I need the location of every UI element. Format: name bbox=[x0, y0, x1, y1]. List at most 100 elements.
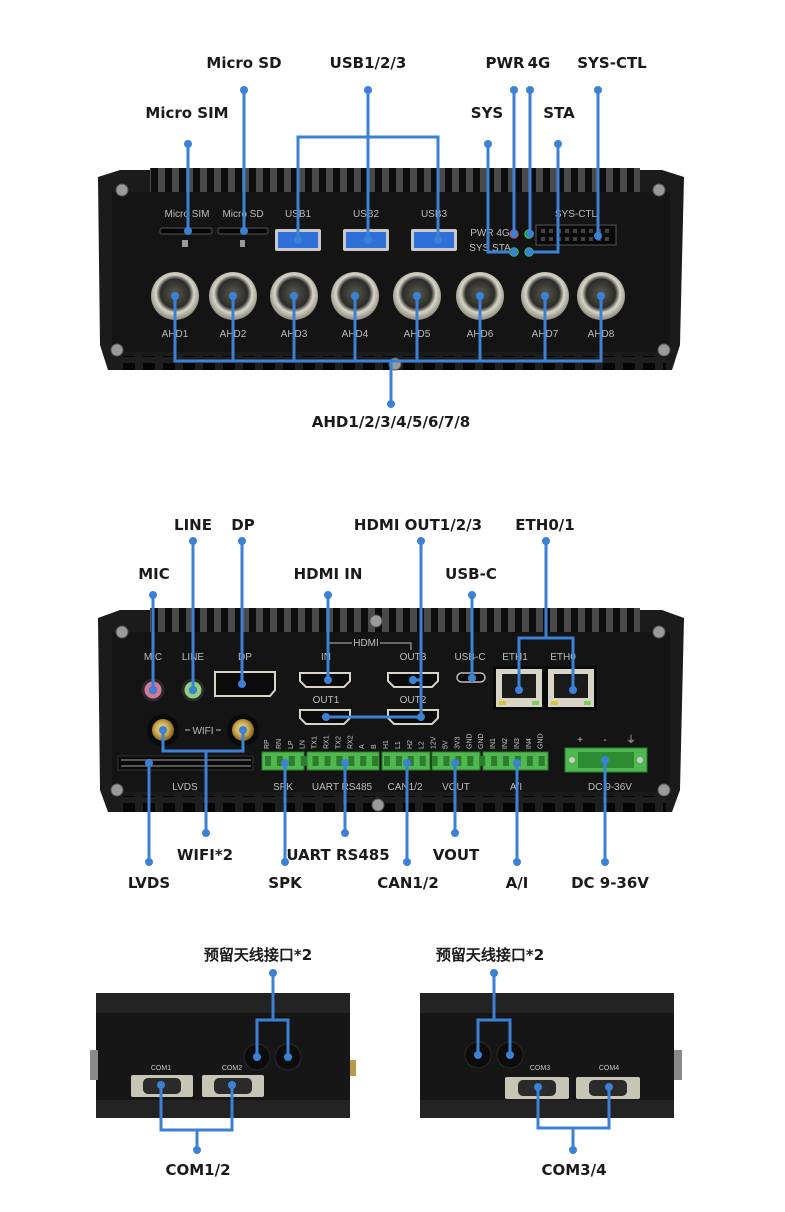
print-wifi: WIFI bbox=[192, 726, 213, 737]
terminal-pin bbox=[288, 756, 295, 766]
print-power-plus: + bbox=[577, 735, 583, 746]
terminal-pin bbox=[526, 756, 533, 766]
callout-vout: VOUT bbox=[433, 846, 480, 864]
callout-spk: SPK bbox=[268, 874, 303, 892]
callout-micro-sd: Micro SD bbox=[206, 54, 281, 72]
print-hdmi: HDMI bbox=[353, 638, 379, 649]
callout-antenna-reserved: 预留天线接口*2 bbox=[204, 946, 312, 964]
screw-icon bbox=[652, 625, 666, 639]
chassis-rail bbox=[420, 1100, 674, 1118]
terminal-pin bbox=[431, 756, 438, 766]
pin-label: TX2 bbox=[335, 736, 342, 749]
side-panel-com12: COM1 COM2 预留天线接口*2 COM1/2 bbox=[90, 946, 356, 1179]
callout-com34: COM3/4 bbox=[541, 1161, 606, 1179]
terminal-pin bbox=[372, 756, 379, 766]
print-eth1: ETH1 bbox=[502, 652, 528, 663]
callout-ai: A/I bbox=[506, 874, 529, 892]
pin-label: LN bbox=[300, 740, 307, 749]
print-dp: DP bbox=[238, 652, 252, 663]
terminal-pin bbox=[479, 756, 486, 766]
pin-label: RX1 bbox=[324, 735, 331, 749]
print-out3: OUT3 bbox=[400, 652, 427, 663]
screw-icon bbox=[657, 783, 671, 797]
print-com1: COM1 bbox=[151, 1065, 171, 1072]
terminal-pin bbox=[503, 756, 509, 766]
terminal-pin bbox=[324, 756, 331, 766]
screw-icon bbox=[569, 757, 575, 763]
callout-can: CAN1/2 bbox=[377, 874, 439, 892]
chassis-rail bbox=[96, 993, 350, 1013]
screw-icon bbox=[110, 343, 124, 357]
callout-uart: UART RS485 bbox=[286, 846, 389, 864]
callout-com12: COM1/2 bbox=[165, 1161, 230, 1179]
callout-lvds: LVDS bbox=[128, 874, 170, 892]
callout-lines-3 bbox=[157, 969, 292, 1154]
front-panel-2: MIC LINE DP HDMI IN OUT3 OUT1 OUT2 USB-C… bbox=[98, 516, 684, 892]
pin-label: LP bbox=[288, 740, 295, 749]
callout-lines-1 bbox=[171, 86, 605, 408]
print-com3: COM3 bbox=[530, 1065, 550, 1072]
terminal-pin bbox=[467, 756, 474, 766]
terminal-pin bbox=[443, 756, 450, 766]
callout-wifi: WIFI*2 bbox=[177, 846, 233, 864]
print-in: IN bbox=[321, 652, 331, 663]
callout-antenna-reserved: 预留天线接口*2 bbox=[436, 946, 544, 964]
pin-label: B bbox=[371, 744, 378, 749]
pin-label: RN bbox=[276, 739, 283, 749]
callout-sys: SYS bbox=[471, 104, 503, 122]
screw-icon bbox=[115, 183, 129, 197]
callout-usb-c: USB-C bbox=[445, 565, 497, 583]
sd-card-icon bbox=[240, 240, 245, 247]
chassis-rail bbox=[420, 993, 674, 1013]
pin-label: A bbox=[359, 744, 366, 749]
screw-icon bbox=[652, 183, 666, 197]
pin-label: IN1 bbox=[490, 738, 497, 749]
pin-label: IN4 bbox=[526, 738, 533, 749]
pin-label: GND bbox=[478, 733, 485, 749]
terminal-pin bbox=[538, 756, 545, 766]
callout-hdmi-in: HDMI IN bbox=[294, 565, 363, 583]
sim-card-icon bbox=[182, 240, 188, 247]
pin-label: H1 bbox=[383, 740, 390, 749]
pin-label: RX2 bbox=[347, 735, 354, 749]
heatsink-fins-top bbox=[150, 608, 640, 634]
print-spk: SPK bbox=[273, 782, 293, 793]
sys-ctl-header[interactable] bbox=[535, 224, 617, 246]
terminal-pin bbox=[407, 756, 414, 766]
chassis-rail bbox=[96, 1100, 350, 1118]
callout-dc: DC 9-36V bbox=[571, 874, 649, 892]
callout-ahd: AHD1/2/3/4/5/6/7/8 bbox=[312, 413, 470, 431]
print-power-minus: - bbox=[603, 735, 606, 746]
print-pwr-4g: PWR 4G bbox=[470, 228, 510, 239]
pin-label: 5V bbox=[443, 740, 450, 749]
pin-label: 3V3 bbox=[454, 736, 461, 749]
pin-label: IN2 bbox=[502, 738, 509, 749]
pin-label: TX1 bbox=[312, 736, 319, 749]
print-usb-c: USB-C bbox=[454, 652, 485, 663]
terminal-pin bbox=[348, 756, 355, 766]
terminal-pin bbox=[395, 756, 402, 766]
pin-label: L2 bbox=[419, 741, 426, 749]
terminal-pin bbox=[276, 756, 283, 766]
screw-icon bbox=[110, 783, 124, 797]
heatsink-fins-bottom bbox=[120, 796, 666, 812]
print-usb3: USB3 bbox=[421, 209, 448, 220]
heatsink-fins-top bbox=[150, 168, 640, 194]
antenna-stub bbox=[350, 1060, 356, 1076]
print-com4: COM4 bbox=[599, 1065, 619, 1072]
callout-usb: USB1/2/3 bbox=[330, 54, 407, 72]
callout-mic: MIC bbox=[138, 565, 170, 583]
pin-label: IN3 bbox=[514, 738, 521, 749]
terminal-pin bbox=[360, 756, 367, 766]
lvds-header[interactable] bbox=[117, 755, 254, 771]
side-connector-stub bbox=[674, 1050, 682, 1080]
screw-icon bbox=[369, 614, 383, 628]
callout-eth: ETH0/1 bbox=[515, 516, 574, 534]
callout-dp: DP bbox=[231, 516, 254, 534]
print-uart-rs485: UART RS485 bbox=[312, 782, 373, 793]
print-sys-sta: SYS STA bbox=[469, 243, 511, 254]
callout-pwr: PWR bbox=[485, 54, 525, 72]
terminal-pin bbox=[336, 756, 343, 766]
